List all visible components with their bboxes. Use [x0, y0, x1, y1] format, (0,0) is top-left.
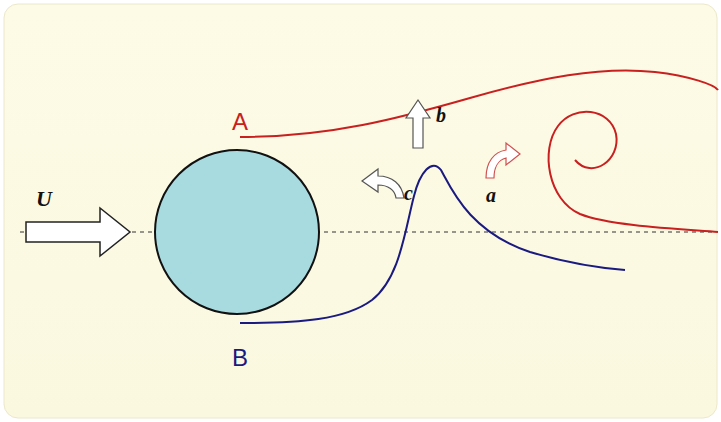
arrow-c [362, 169, 404, 198]
arrow-a [486, 143, 520, 178]
motion-label: c [404, 182, 413, 205]
cylinder [155, 150, 319, 314]
velocity-label: U [36, 186, 52, 212]
arrow-b [406, 100, 430, 148]
vortex-a [549, 112, 718, 232]
layer-label: A [232, 108, 248, 136]
layer-label: B [232, 344, 248, 372]
shear-layer-a [240, 70, 718, 137]
motion-label: a [486, 184, 496, 207]
motion-label: b [436, 104, 446, 127]
background-panel [4, 4, 717, 418]
flow-arrow [26, 208, 130, 256]
shear-layer-b [240, 166, 625, 323]
